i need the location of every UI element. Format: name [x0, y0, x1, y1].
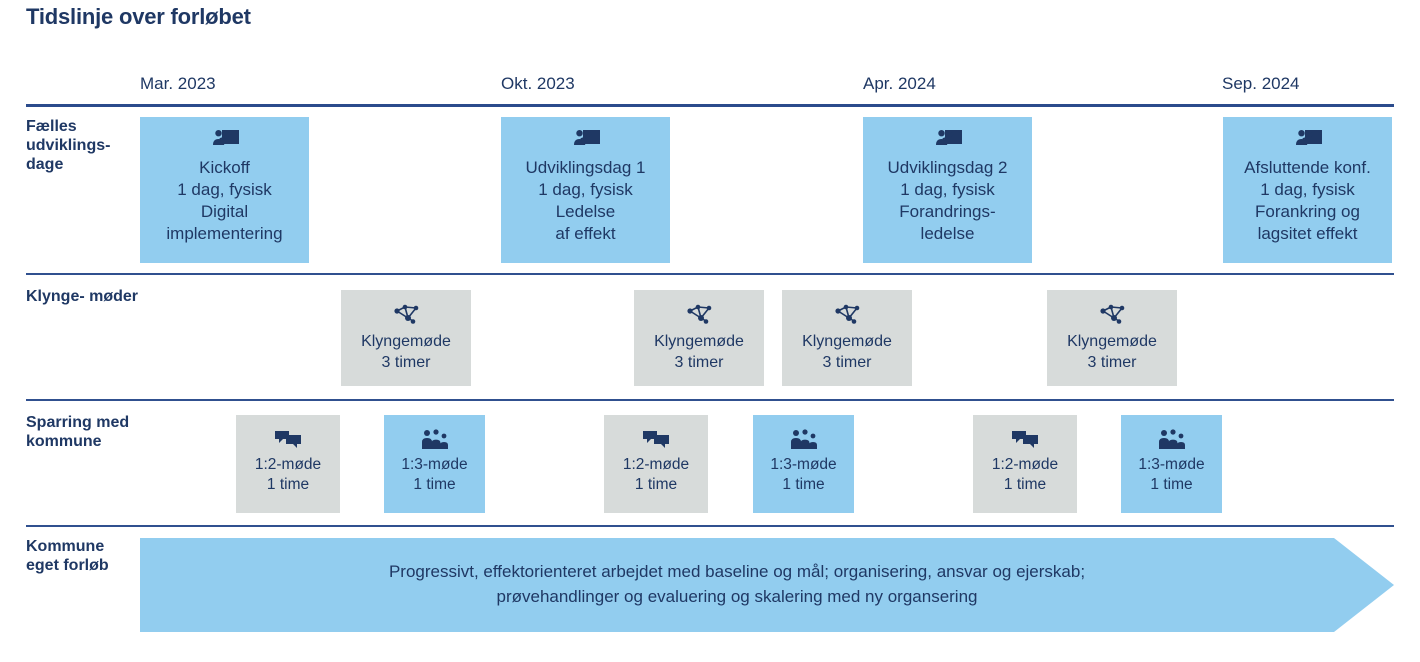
- card-sparring-2[interactable]: 1:3-møde 1 time: [384, 415, 485, 513]
- kommune-eget-forloeb-arrow[interactable]: Progressivt, effektorienteret arbejdet m…: [140, 538, 1394, 632]
- arrow-text: Progressivt, effektorienteret arbejdet m…: [388, 562, 1086, 606]
- network-icon: [684, 304, 714, 328]
- card-text: 1:2-møde 1 time: [254, 456, 322, 494]
- divider-row3: [26, 525, 1394, 527]
- card-sparring-5[interactable]: 1:2-møde 1 time: [973, 415, 1077, 513]
- card-klyngemoede-4[interactable]: Klyngemøde 3 timer: [1047, 290, 1177, 386]
- card-klyngemoede-2[interactable]: Klyngemøde 3 timer: [634, 290, 764, 386]
- card-faelles-2[interactable]: Udviklingsdag 1 1 dag, fysisk Ledelse af…: [501, 117, 670, 263]
- card-text: 1:2-møde 1 time: [622, 456, 690, 494]
- date-label-2: Okt. 2023: [501, 74, 575, 93]
- presenter-icon: [571, 129, 601, 153]
- people-group-icon: [421, 429, 449, 451]
- card-sparring-3[interactable]: 1:2-møde 1 time: [604, 415, 708, 513]
- card-text: Udviklingsdag 2 1 dag, fysisk Forandring…: [887, 158, 1008, 244]
- date-label-1: Mar. 2023: [140, 74, 216, 93]
- card-text: 1:2-møde 1 time: [991, 456, 1059, 494]
- date-label-4: Sep. 2024: [1222, 74, 1300, 93]
- card-text: Klyngemøde 3 timer: [361, 333, 451, 371]
- card-text: Kickoff 1 dag, fysisk Digital implemente…: [166, 158, 283, 244]
- card-sparring-4[interactable]: 1:3-møde 1 time: [753, 415, 854, 513]
- card-sparring-1[interactable]: 1:2-møde 1 time: [236, 415, 340, 513]
- arrow-shape: [140, 538, 1394, 632]
- card-text: 1:3-møde 1 time: [1138, 456, 1205, 494]
- row-label-kommune-eget-forloeb: Kommune eget forløb: [26, 538, 109, 574]
- card-text: Klyngemøde 3 timer: [654, 333, 744, 371]
- card-klyngemoede-3[interactable]: Klyngemøde 3 timer: [782, 290, 912, 386]
- page-title: Tidslinje over forløbet: [26, 4, 251, 29]
- card-text: Udviklingsdag 1 1 dag, fysisk Ledelse af…: [525, 158, 646, 244]
- speech-bubbles-icon: [642, 429, 670, 451]
- speech-bubbles-icon: [1011, 429, 1039, 451]
- row-label-sparring-med-kommune: Sparring med kommune: [26, 414, 130, 450]
- card-text: 1:3-møde 1 time: [401, 456, 468, 494]
- divider-top: [26, 104, 1394, 107]
- speech-bubbles-icon: [274, 429, 302, 451]
- people-group-icon: [790, 429, 818, 451]
- date-label-3: Apr. 2024: [863, 74, 936, 93]
- network-icon: [1097, 304, 1127, 328]
- card-text: 1:3-møde 1 time: [770, 456, 837, 494]
- card-faelles-1[interactable]: Kickoff 1 dag, fysisk Digital implemente…: [140, 117, 309, 263]
- card-text: Klyngemøde 3 timer: [1067, 333, 1157, 371]
- card-text: Afsluttende konf. 1 dag, fysisk Forankri…: [1244, 158, 1371, 244]
- row-label-klyngemoeder: Klynge- møder: [26, 288, 139, 305]
- divider-row1: [26, 273, 1394, 275]
- divider-row2: [26, 399, 1394, 401]
- network-icon: [832, 304, 862, 328]
- row-label-faelles-udviklingsdage: Fælles udviklings- dage: [26, 118, 111, 173]
- presenter-icon: [210, 129, 240, 153]
- presenter-icon: [933, 129, 963, 153]
- network-icon: [391, 304, 421, 328]
- card-klyngemoede-1[interactable]: Klyngemøde 3 timer: [341, 290, 471, 386]
- card-sparring-6[interactable]: 1:3-møde 1 time: [1121, 415, 1222, 513]
- presenter-icon: [1293, 129, 1323, 153]
- people-group-icon: [1158, 429, 1186, 451]
- card-text: Klyngemøde 3 timer: [802, 333, 892, 371]
- card-faelles-3[interactable]: Udviklingsdag 2 1 dag, fysisk Forandring…: [863, 117, 1032, 263]
- card-faelles-4[interactable]: Afsluttende konf. 1 dag, fysisk Forankri…: [1223, 117, 1392, 263]
